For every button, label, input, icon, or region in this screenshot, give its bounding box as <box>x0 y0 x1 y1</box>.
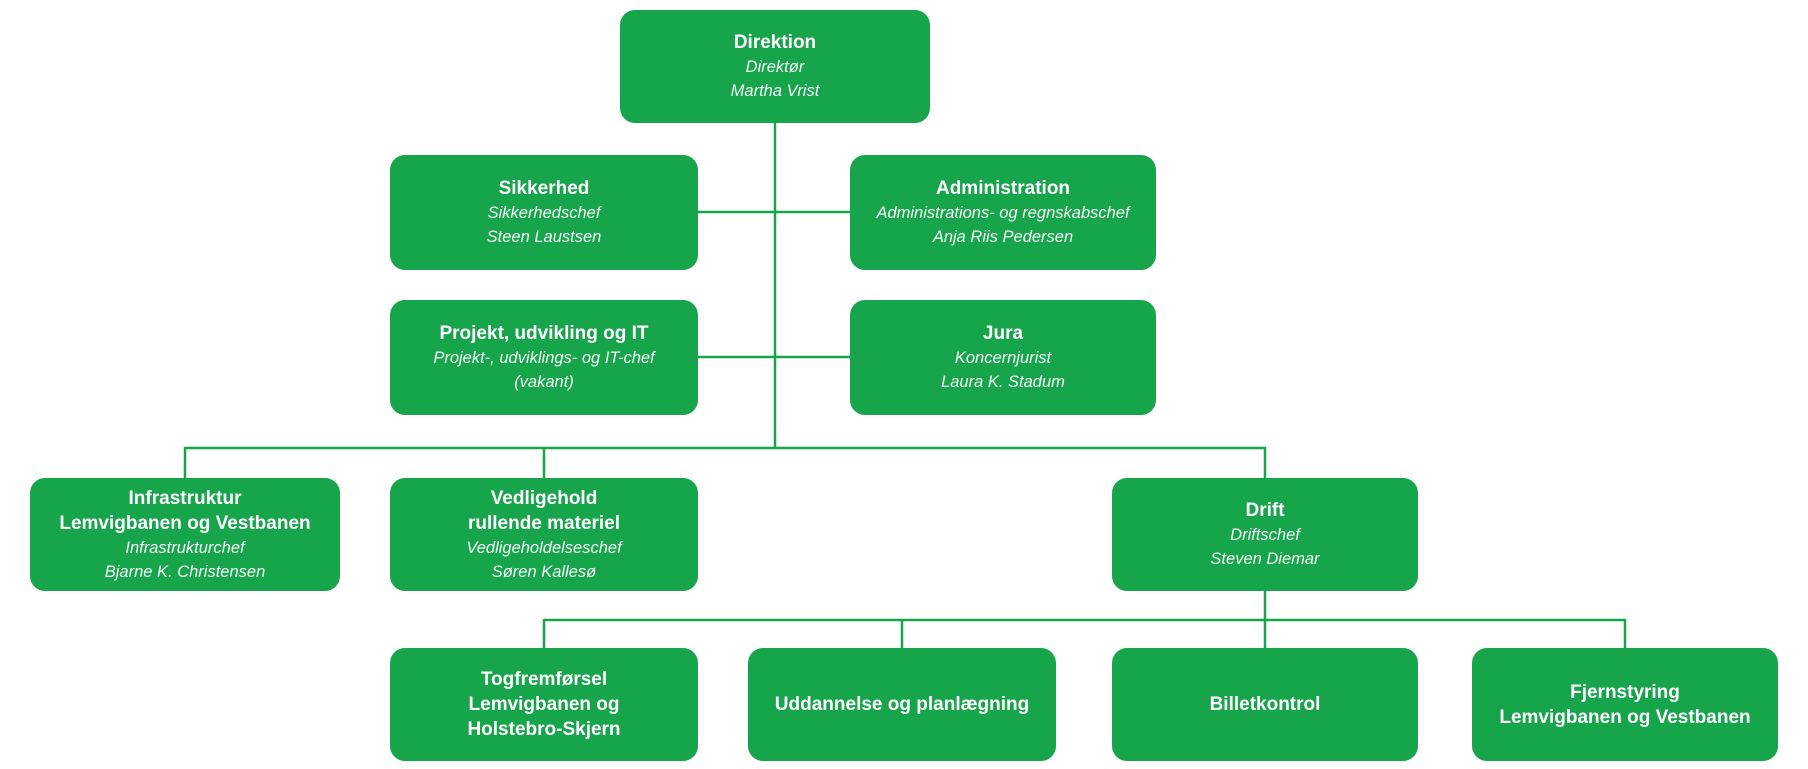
org-node-title: Drift <box>1245 500 1285 521</box>
org-node-subtitle: (vakant) <box>514 373 574 391</box>
org-node-title: Billetkontrol <box>1209 694 1321 715</box>
org-node-title: Lemvigbanen og <box>468 694 620 715</box>
org-node-title: Uddannelse og planlægning <box>774 694 1030 715</box>
org-node-subtitle: Direktør <box>745 58 805 76</box>
org-node-subtitle: Steen Laustsen <box>486 228 602 246</box>
org-node-subtitle: Bjarne K. Christensen <box>104 562 266 581</box>
org-node-title: Sikkerhed <box>498 178 590 199</box>
org-node-subtitle: Steven Diemar <box>1210 550 1320 568</box>
org-node-uddannelse-og-planlaegning: Uddannelse og planlægning <box>748 648 1056 761</box>
org-node-subtitle: Administrations- og regnskabschef <box>876 204 1130 222</box>
org-node-title: rullende materiel <box>467 512 621 534</box>
org-node-subtitle: Martha Vrist <box>730 82 820 100</box>
org-node-title: Lemvigbanen og Vestbanen <box>1499 706 1751 728</box>
org-node-title: Projekt, udvikling og IT <box>439 323 649 344</box>
org-node-title: Administration <box>935 178 1071 199</box>
org-node-title: Holstebro-Skjern <box>467 719 621 740</box>
org-node-title: Lemvigbanen og Vestbanen <box>59 512 311 534</box>
org-node-subtitle: Laura K. Stadum <box>941 373 1065 391</box>
org-node-subtitle: Driftschef <box>1230 526 1300 544</box>
org-node-title: Vedligehold <box>490 487 598 509</box>
org-node-title: Jura <box>982 323 1024 344</box>
org-node-title: Togfremførsel <box>480 669 608 690</box>
org-node-subtitle: Projekt-, udviklings- og IT-chef <box>433 349 655 367</box>
org-node-subtitle: Anja Riis Pedersen <box>932 228 1074 246</box>
org-node-subtitle: Infrastrukturchef <box>125 538 245 557</box>
org-node-title: Fjernstyring <box>1570 681 1680 703</box>
org-node-subtitle: Sikkerhedschef <box>487 204 601 222</box>
org-node-title: Direktion <box>733 32 817 53</box>
org-node-subtitle: Vedligeholdelseschef <box>466 538 622 557</box>
org-node-subtitle: Koncernjurist <box>954 349 1052 367</box>
org-node-projekt-udvikling-og-it: Projekt, udvikling og IT Projekt-, udvikl… <box>390 300 698 415</box>
org-node-subtitle: Søren Kallesø <box>491 562 597 581</box>
org-node-title: Infrastruktur <box>128 487 242 509</box>
org-node-billetkontrol: Billetkontrol <box>1112 648 1418 761</box>
